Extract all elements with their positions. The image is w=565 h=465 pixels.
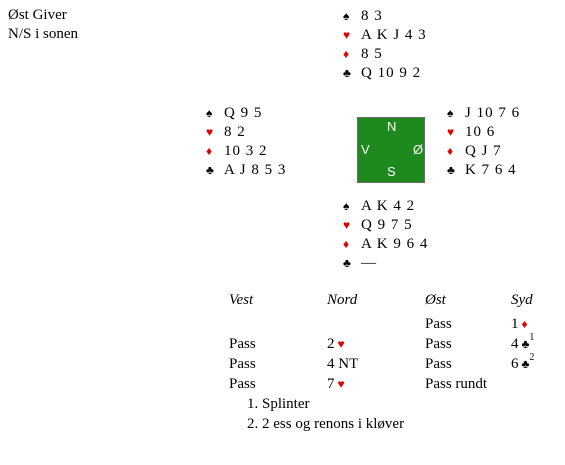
club-icon: ♣: [206, 163, 215, 177]
north-hearts: A K J 4 3: [361, 27, 427, 43]
diamond-icon: ♦: [343, 237, 351, 251]
north-clubs: Q 10 9 2: [361, 65, 422, 81]
footnote-ref: 1: [529, 332, 535, 343]
heart-icon: ♥: [337, 337, 345, 351]
heart-icon: ♥: [343, 218, 352, 232]
south-spades: A K 4 2: [361, 198, 416, 214]
club-icon: ♣: [343, 256, 352, 270]
vulnerability-label: N/S i sonen: [8, 26, 79, 42]
bid-syd-2: 4♣1: [511, 332, 535, 353]
south-diamonds: A K 9 6 4: [361, 236, 429, 252]
east-hand: ♠ J 10 7 6 ♥ 10 6 ♦ Q J 7 ♣ K 7 6 4: [447, 104, 520, 180]
heart-icon: ♥: [337, 377, 345, 391]
diamond-icon: ♦: [206, 144, 214, 158]
north-hand: ♠ 8 3 ♥ A K J 4 3 ♦ 8 5 ♣ Q 10 9 2: [343, 7, 427, 83]
bid-vest-4: Pass: [229, 376, 256, 392]
west-clubs: A J 8 5 3: [224, 162, 287, 178]
spade-icon: ♠: [343, 199, 351, 213]
spade-icon: ♠: [343, 9, 351, 23]
note-2: 2. 2 ess og renons i kløver: [247, 416, 405, 432]
east-diamonds: Q J 7: [465, 143, 502, 159]
south-hand: ♠ A K 4 2 ♥ Q 9 7 5 ♦ A K 9 6 4 ♣ —: [343, 197, 428, 273]
north-diamonds: 8 5: [361, 46, 383, 62]
dealer-label: Øst Giver: [8, 7, 67, 23]
bid-ost-3: Pass: [425, 356, 452, 372]
diamond-icon: ♦: [447, 144, 455, 158]
bid-ost-4: Pass rundt: [425, 376, 488, 392]
heart-icon: ♥: [206, 125, 215, 139]
club-icon: ♣: [521, 337, 530, 351]
bid-nord-2: 2♥: [327, 336, 345, 352]
diamond-icon: ♦: [521, 317, 528, 331]
spade-icon: ♠: [206, 106, 214, 120]
bid-vest-3: Pass: [229, 356, 256, 372]
compass-south: S: [387, 164, 396, 179]
east-spades: J 10 7 6: [465, 105, 521, 121]
west-hearts: 8 2: [224, 124, 246, 140]
bid-ost-1: Pass: [425, 316, 452, 332]
bid-syd-3: 6♣2: [511, 352, 535, 373]
compass-north: N: [387, 119, 397, 134]
north-spades: 8 3: [361, 8, 383, 24]
bid-vest-2: Pass: [229, 336, 256, 352]
compass-east: Ø: [413, 142, 424, 157]
west-spades: Q 9 5: [224, 105, 263, 121]
south-clubs: —: [361, 255, 377, 271]
spade-icon: ♠: [447, 106, 455, 120]
blank-area: [510, 388, 565, 423]
auction-header-nord: Nord: [327, 292, 358, 308]
compass-table: N V Ø S: [357, 117, 425, 183]
auction-header-vest: Vest: [229, 292, 254, 308]
footnote-ref: 2: [529, 352, 535, 363]
club-icon: ♣: [343, 66, 352, 80]
west-diamonds: 10 3 2: [224, 143, 268, 159]
compass-west: V: [361, 142, 370, 157]
heart-icon: ♥: [447, 125, 456, 139]
bid-ost-2: Pass: [425, 336, 452, 352]
bid-syd-1: 1♦: [511, 316, 528, 332]
bid-nord-3: 4 NT: [327, 356, 359, 372]
east-hearts: 10 6: [465, 124, 496, 140]
west-hand: ♠ Q 9 5 ♥ 8 2 ♦ 10 3 2 ♣ A J 8 5 3: [206, 104, 286, 180]
club-icon: ♣: [447, 163, 456, 177]
club-icon: ♣: [521, 357, 530, 371]
bid-nord-4: 7♥: [327, 376, 345, 392]
auction-header-ost: Øst: [425, 292, 446, 308]
diamond-icon: ♦: [343, 47, 351, 61]
east-clubs: K 7 6 4: [465, 162, 517, 178]
auction-header-syd: Syd: [511, 292, 533, 308]
heart-icon: ♥: [343, 28, 352, 42]
note-1: 1. Splinter: [247, 396, 310, 412]
south-hearts: Q 9 7 5: [361, 217, 413, 233]
